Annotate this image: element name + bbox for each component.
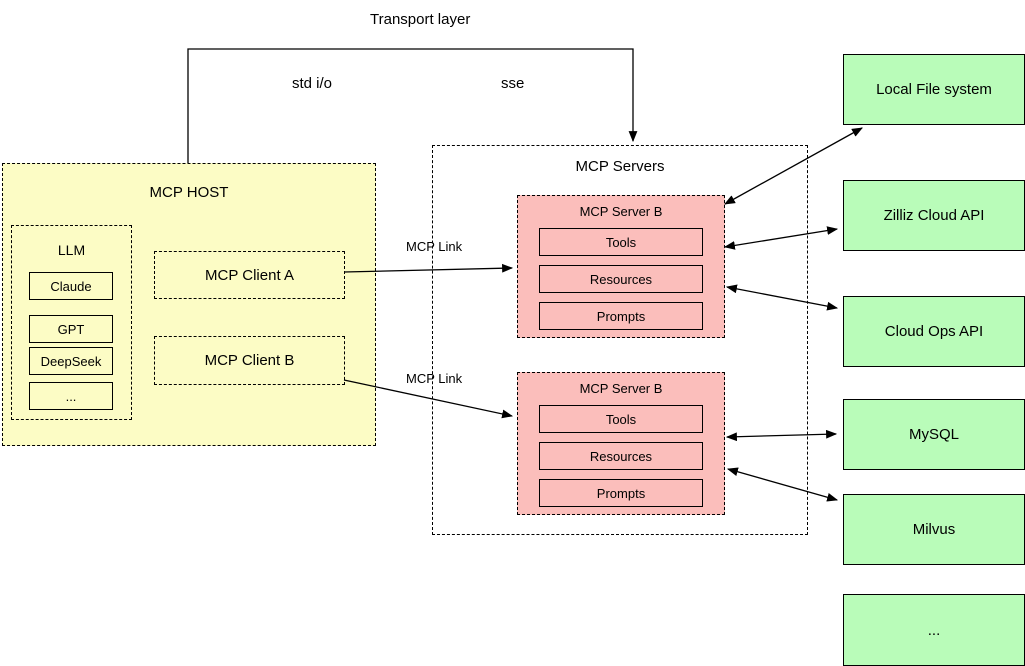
llm-model-more: ... xyxy=(29,382,113,410)
server-2-resources-box: Resources xyxy=(539,442,703,470)
mcp-servers-box: MCP Servers MCP Server B Tools Resources… xyxy=(432,145,808,535)
llm-box: LLM Claude GPT DeepSeek ... xyxy=(11,225,132,420)
server-1-resources-box: Resources xyxy=(539,265,703,293)
mcp-server-1-title: MCP Server B xyxy=(579,204,663,219)
llm-model-deepseek: DeepSeek xyxy=(29,347,113,375)
mcp-link-label-a: MCP Link xyxy=(406,239,463,254)
mcp-host-title: MCP HOST xyxy=(149,184,229,201)
llm-model-gpt: GPT xyxy=(29,315,113,343)
llm-title: LLM xyxy=(57,242,86,258)
mcp-server-2-box: MCP Server B Tools Resources Prompts xyxy=(517,372,725,515)
sse-label: sse xyxy=(501,75,525,92)
server-2-prompts-box: Prompts xyxy=(539,479,703,507)
std-io-label: std i/o xyxy=(292,75,333,92)
server-1-tools-box: Tools xyxy=(539,228,703,256)
server-2-tools-box: Tools xyxy=(539,405,703,433)
mcp-client-b-box: MCP Client B xyxy=(154,336,345,385)
mcp-servers-title: MCP Servers xyxy=(575,158,665,175)
resource-cloud-ops-api: Cloud Ops API xyxy=(843,296,1025,367)
llm-model-claude: Claude xyxy=(29,272,113,300)
server-1-prompts-box: Prompts xyxy=(539,302,703,330)
resource-mysql: MySQL xyxy=(843,399,1025,470)
mcp-server-1-box: MCP Server B Tools Resources Prompts xyxy=(517,195,725,338)
mcp-host-box: MCP HOST LLM Claude GPT DeepSeek ... MCP… xyxy=(2,163,376,446)
resource-milvus: Milvus xyxy=(843,494,1025,565)
mcp-server-2-title: MCP Server B xyxy=(579,381,663,396)
transport-layer-label: Transport layer xyxy=(370,11,471,28)
resource-local-file-system: Local File system xyxy=(843,54,1025,125)
resource-zilliz-cloud-api: Zilliz Cloud API xyxy=(843,180,1025,251)
mcp-client-a-box: MCP Client A xyxy=(154,251,345,299)
resource-more: ... xyxy=(843,594,1025,666)
